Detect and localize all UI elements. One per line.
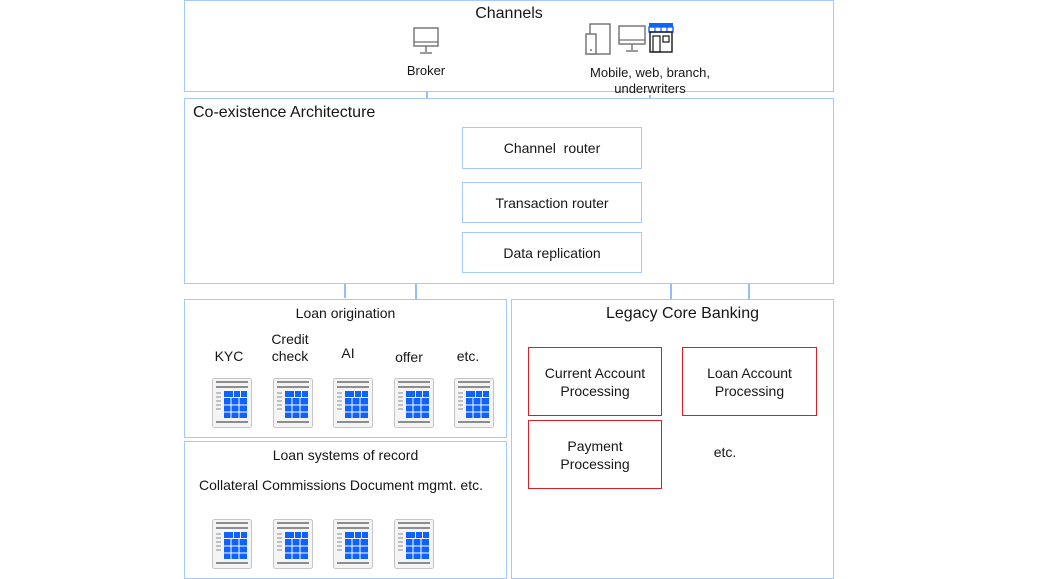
legacy-etc-label: etc.: [713, 444, 737, 460]
digital-channels-label: Mobile, web, branch, underwriters: [590, 65, 710, 96]
application-tile-icon: [273, 378, 313, 428]
offer-label: offer: [395, 349, 423, 365]
application-tile-icon: [212, 378, 252, 428]
application-tile-icon: [212, 519, 252, 569]
application-tile-icon: [394, 519, 434, 569]
application-tile-icon: [333, 378, 373, 428]
broker-label: Broker: [406, 63, 446, 78]
current-account-processing-box: Current Account Processing: [528, 347, 662, 416]
transaction-router-box: Transaction router: [462, 182, 642, 223]
monitor-icon: [618, 25, 646, 52]
channels-section: [184, 0, 834, 92]
etc-label: etc.: [456, 348, 480, 364]
channel-router-box: Channel router: [462, 127, 642, 169]
data-replication-box: Data replication: [462, 232, 642, 273]
application-tile-icon: [333, 519, 373, 569]
devices-icon: [585, 23, 611, 55]
channels-title: Channels: [475, 5, 543, 22]
payment-processing-box: Payment Processing: [528, 420, 662, 489]
loan-account-processing-box: Loan Account Processing: [682, 347, 817, 416]
credit-check-label: Credit check: [271, 331, 309, 364]
application-tile-icon: [273, 519, 313, 569]
application-tile-icon: [394, 378, 434, 428]
legacy-title: Legacy Core Banking: [606, 305, 759, 322]
loan-origination-title: Loan origination: [295, 305, 396, 321]
loan-systems-title: Loan systems of record: [272, 447, 419, 463]
storefront-icon: [648, 23, 674, 53]
application-tile-icon: [454, 378, 494, 428]
monitor-icon: [413, 27, 439, 54]
loan-systems-items: Collateral Commissions Document mgmt. et…: [199, 477, 483, 493]
coexistence-title: Co-existence Architecture: [193, 104, 376, 121]
kyc-label: KYC: [214, 348, 244, 364]
ai-label: AI: [341, 345, 355, 361]
